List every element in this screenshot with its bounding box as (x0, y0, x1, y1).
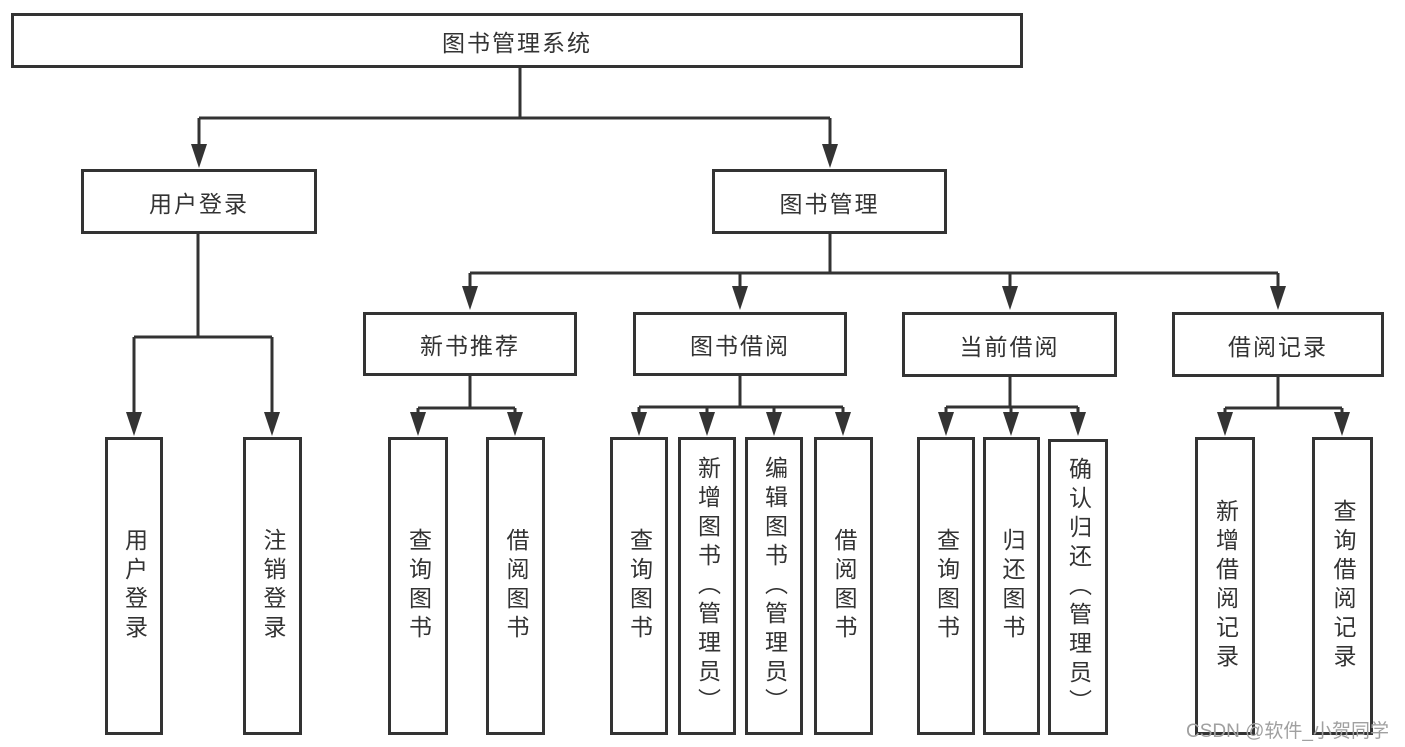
leaf-records-query-record-label: 查询借阅记录 (1330, 499, 1356, 673)
leaf-recommend-borrow-books-label: 借阅图书 (503, 528, 529, 644)
connector-root (197, 68, 832, 146)
leaf-borrow-add-books-admin-label: 新增图书（管理员） (694, 455, 721, 717)
leaf-records-query-record: 查询借阅记录 (1312, 437, 1373, 735)
node-root-label: 图书管理系统 (442, 29, 592, 56)
connector-current-borrow (944, 377, 1080, 413)
node-borrow-records: 借阅记录 (1172, 312, 1384, 377)
leaf-user-login-label: 用户登录 (121, 528, 148, 644)
leaf-borrow-add-books-admin: 新增图书（管理员） (678, 437, 736, 735)
leaf-logout-login-label: 注销登录 (260, 528, 286, 644)
node-book-management-label: 图书管理 (779, 190, 880, 217)
leaf-current-confirm-return-admin-label: 确认归还（管理员） (1065, 456, 1092, 718)
node-current-borrow: 当前借阅 (902, 312, 1117, 377)
leaf-records-add-record: 新增借阅记录 (1195, 437, 1255, 735)
node-book-borrow: 图书借阅 (633, 312, 847, 376)
connector-borrow-records (1223, 377, 1344, 413)
connector-book-management (468, 234, 1280, 288)
leaf-current-return-books: 归还图书 (983, 437, 1040, 735)
leaf-borrow-query-books-label: 查询图书 (626, 528, 653, 644)
leaf-borrow-borrow-books: 借阅图书 (814, 437, 873, 735)
leaf-current-query-books-label: 查询图书 (933, 528, 960, 644)
leaf-recommend-query-books: 查询图书 (388, 437, 448, 735)
connector-new-book-recommend (416, 375, 517, 413)
node-current-borrow-label: 当前借阅 (959, 333, 1060, 360)
leaf-current-confirm-return-admin: 确认归还（管理员） (1048, 439, 1108, 735)
node-root: 图书管理系统 (11, 13, 1023, 68)
node-user-login: 用户登录 (81, 169, 317, 234)
node-user-login-label: 用户登录 (149, 190, 249, 217)
node-book-management: 图书管理 (712, 169, 947, 234)
leaf-logout-login: 注销登录 (243, 437, 302, 735)
node-borrow-records-label: 借阅记录 (1228, 333, 1328, 360)
leaf-borrow-edit-books-admin-label: 编辑图书（管理员） (761, 455, 788, 717)
arrowheads (126, 144, 1350, 436)
leaf-records-add-record-label: 新增借阅记录 (1212, 499, 1239, 673)
leaf-borrow-query-books: 查询图书 (610, 437, 668, 735)
connector-book-borrow (637, 375, 845, 413)
node-book-borrow-label: 图书借阅 (690, 333, 790, 359)
leaf-borrow-borrow-books-label: 借阅图书 (831, 528, 857, 644)
leaf-current-query-books: 查询图书 (917, 437, 975, 735)
csdn-watermark: CSDN @软件_小贺同学 (1186, 721, 1389, 742)
node-new-book-recommend: 新书推荐 (363, 312, 577, 376)
node-new-book-recommend-label: 新书推荐 (420, 333, 520, 359)
leaf-user-login: 用户登录 (105, 437, 163, 735)
leaf-borrow-edit-books-admin: 编辑图书（管理员） (745, 437, 803, 735)
leaf-recommend-query-books-label: 查询图书 (405, 528, 432, 644)
leaf-current-return-books-label: 归还图书 (999, 528, 1025, 644)
leaf-recommend-borrow-books: 借阅图书 (486, 437, 545, 735)
connector-user-login (132, 234, 274, 413)
